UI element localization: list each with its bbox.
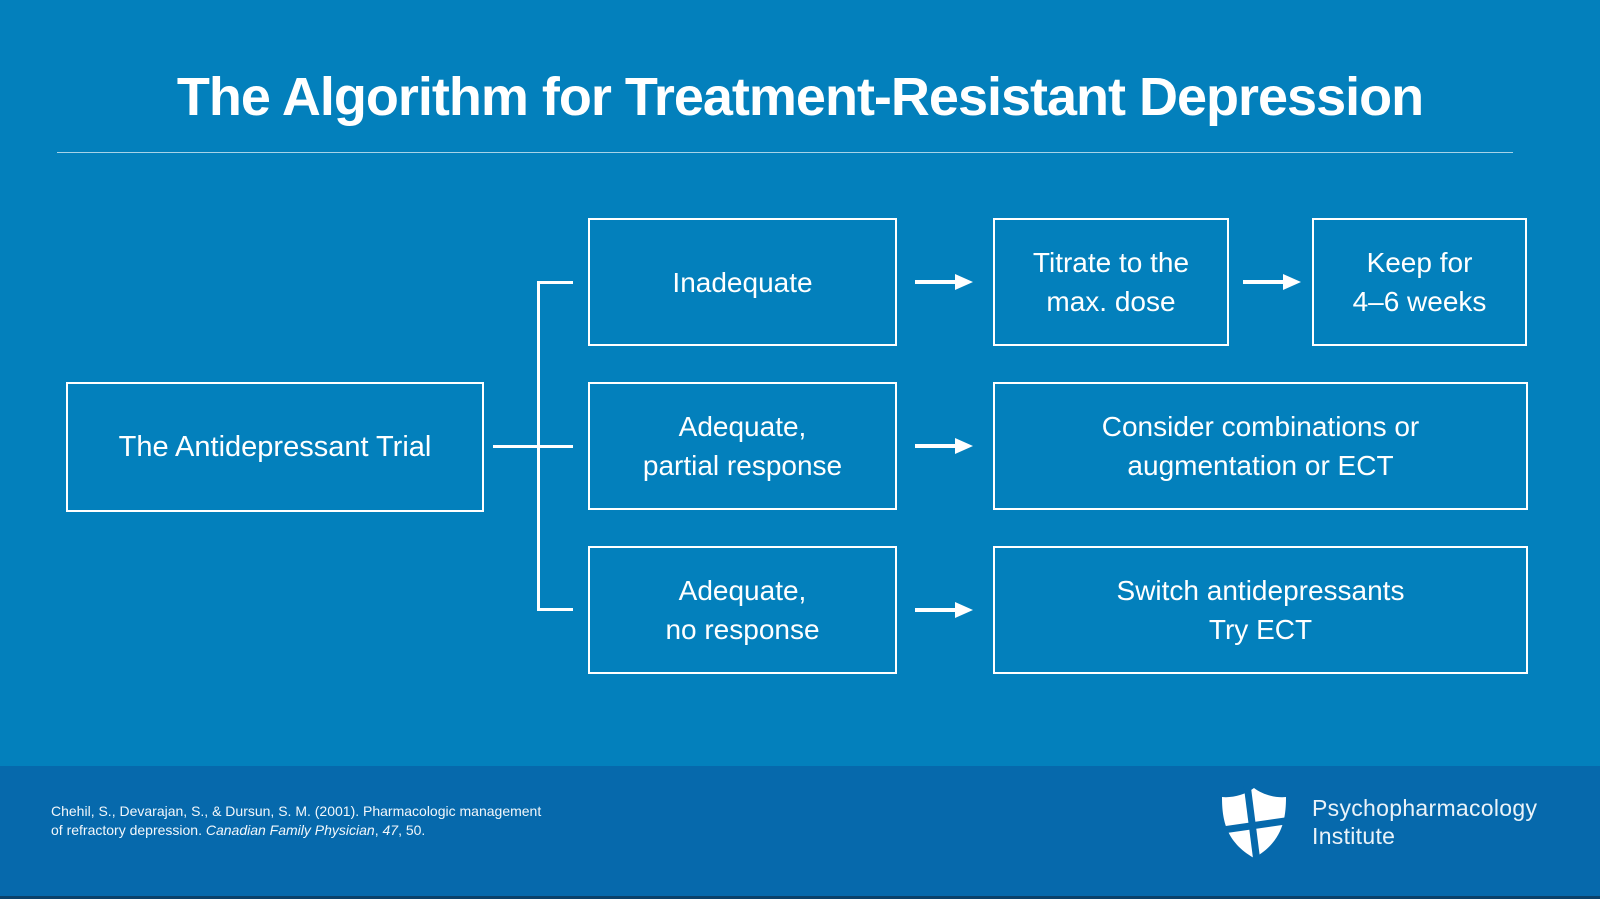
citation-line-1: Chehil, S., Devarajan, S., & Dursun, S. …	[51, 803, 542, 819]
arrow-shaft	[915, 280, 957, 284]
arrow-right-icon	[915, 602, 973, 618]
bottom-edge-strip	[0, 896, 1600, 899]
arrow-shaft	[915, 608, 957, 612]
footer-band: Chehil, S., Devarajan, S., & Dursun, S. …	[0, 766, 1600, 899]
connector-line	[537, 608, 573, 611]
flow-box-inadequate: Inadequate	[588, 218, 897, 346]
connector-line	[493, 445, 573, 448]
flow-box-label: Consider combinations or	[1101, 411, 1420, 442]
flow-box-label: Inadequate	[672, 266, 813, 298]
flow-box-label: Switch antidepressants	[1116, 575, 1405, 606]
connector-line	[537, 281, 540, 611]
title-divider	[57, 152, 1513, 153]
arrow-head	[955, 602, 973, 618]
flow-box-label: The Antidepressant Trial	[118, 430, 432, 463]
arrow-head	[955, 438, 973, 454]
logo-wordmark: Psychopharmacology Institute	[1312, 794, 1537, 850]
flow-box-switch-antidepressants: Switch antidepressants Try ECT	[993, 546, 1528, 674]
flow-box-label: Titrate to the	[1032, 247, 1190, 278]
flow-box-consider-combinations: Consider combinations or augmentation or…	[993, 382, 1528, 510]
connector-line	[537, 281, 573, 284]
citation-line-2: of refractory depression. Canadian Famil…	[51, 822, 426, 838]
arrow-head	[955, 274, 973, 290]
flow-box-label: Try ECT	[1208, 614, 1313, 645]
flow-box-antidepressant-trial: The Antidepressant Trial	[66, 382, 484, 512]
arrow-head	[1283, 274, 1301, 290]
flow-box-adequate-partial-response: Adequate, partial response	[588, 382, 897, 510]
logo-line-1: Psychopharmacology	[1312, 795, 1538, 821]
arrow-right-icon	[1243, 274, 1301, 290]
flow-box-label: 4–6 weeks	[1352, 286, 1487, 317]
arrow-right-icon	[915, 274, 973, 290]
arrow-right-icon	[915, 438, 973, 454]
flow-box-titrate-max-dose: Titrate to the max. dose	[993, 218, 1229, 346]
flow-box-keep-4-6-weeks: Keep for 4–6 weeks	[1312, 218, 1527, 346]
psychopharmacology-institute-logo: Psychopharmacology Institute	[1218, 786, 1537, 860]
flow-box-label: max. dose	[1046, 286, 1176, 317]
flow-box-label: Keep for	[1366, 247, 1473, 278]
citation-text: Chehil, S., Devarajan, S., & Dursun, S. …	[51, 802, 541, 840]
arrow-shaft	[915, 444, 957, 448]
logo-line-2: Institute	[1312, 823, 1396, 849]
flow-box-label: Adequate,	[678, 575, 807, 606]
flow-box-adequate-no-response: Adequate, no response	[588, 546, 897, 674]
flow-box-label: Adequate,	[678, 411, 807, 442]
shield-cross-icon	[1218, 786, 1290, 860]
arrow-shaft	[1243, 280, 1285, 284]
flow-box-label: augmentation or ECT	[1127, 450, 1394, 481]
page-title: The Algorithm for Treatment-Resistant De…	[176, 67, 1424, 127]
flow-box-label: no response	[665, 614, 820, 645]
flow-box-label: partial response	[642, 450, 843, 481]
